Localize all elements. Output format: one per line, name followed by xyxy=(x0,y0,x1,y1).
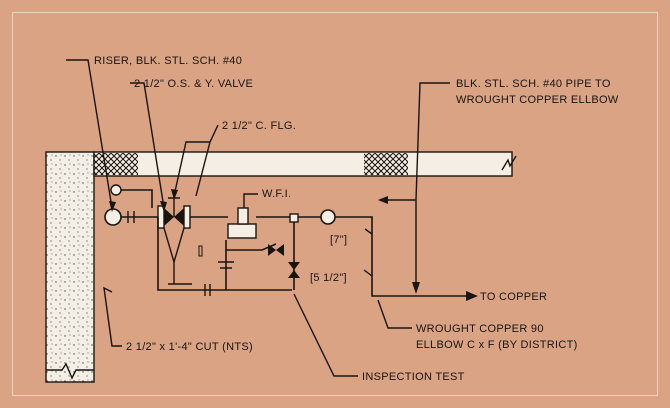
label-pipe-bottom: WROUGHT COPPER ELLBOW xyxy=(456,94,619,106)
label-elbow-bottom: ELLBOW C x F (BY DISTRICT) xyxy=(416,339,578,351)
frame-border xyxy=(12,12,658,396)
hatch-left xyxy=(94,153,138,175)
riser-tee xyxy=(104,208,122,226)
to-copper-arrow xyxy=(466,291,478,301)
label-valve: 2 1/2" O.S. & Y. VALVE xyxy=(134,78,253,90)
flange-right xyxy=(183,205,191,229)
riser-arrow xyxy=(109,201,116,212)
hatch-right xyxy=(364,153,408,175)
label-cut: 2 1/2" x 1'-4" CUT (NTS) xyxy=(126,341,253,353)
wall-break xyxy=(46,362,94,380)
label-dim-7: [7"] xyxy=(330,234,347,246)
label-to-copper: TO COPPER xyxy=(480,291,547,303)
slab-break-symbol xyxy=(501,155,517,171)
riser-gauge xyxy=(110,184,122,196)
inspection-valve xyxy=(288,262,300,278)
concrete-wall xyxy=(45,151,95,383)
label-flange: 2 1/2" C. FLG. xyxy=(222,120,296,132)
label-riser: RISER, BLK. STL. SCH. #40 xyxy=(94,55,242,67)
label-inspection: INSPECTION TEST xyxy=(362,371,465,383)
label-wfi: W.F.I. xyxy=(262,188,291,200)
wfi-device xyxy=(227,223,257,239)
test-valve xyxy=(268,244,284,256)
label-elbow-top: WROUGHT COPPER 90 xyxy=(416,323,544,335)
right-tee xyxy=(320,209,336,225)
label-dim-5-half: [5 1/2"] xyxy=(310,272,347,284)
label-pipe-top: BLK. STL. SCH. #40 PIPE TO xyxy=(456,78,611,90)
